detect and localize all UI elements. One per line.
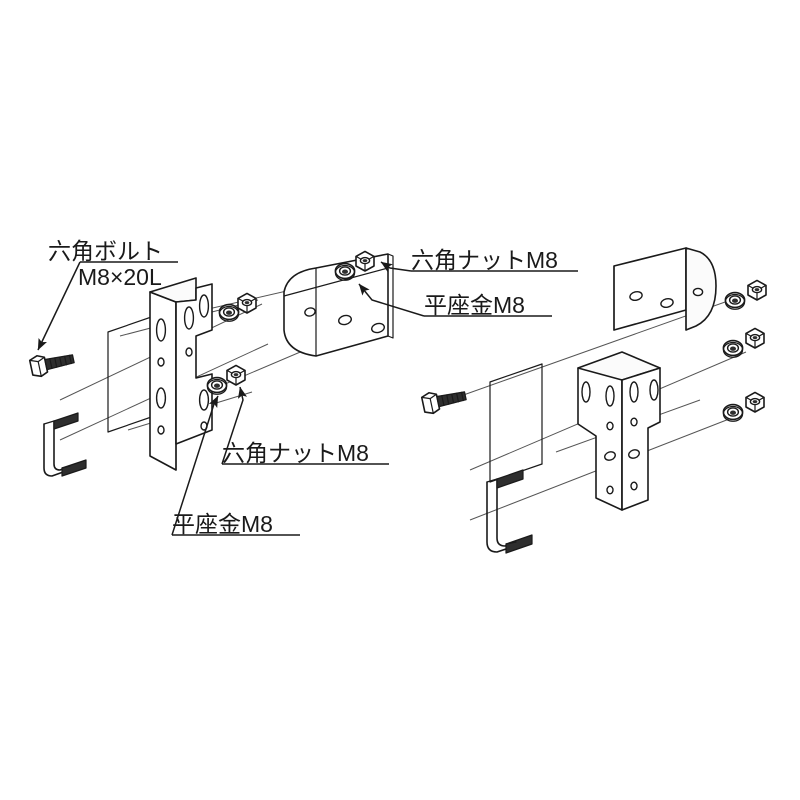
angle-bracket-right [577, 351, 661, 511]
flat-plate-center [283, 253, 394, 357]
hex-nut-right-3 [745, 391, 765, 413]
hex-nut-right-2 [745, 327, 765, 349]
flat-washer-center [334, 262, 356, 282]
label-hex-nut-right: 六角ナットM8 [411, 247, 558, 273]
reference-guide-right [489, 363, 543, 483]
leader-hex-nut-right [380, 261, 412, 273]
flat-washer-left-upper [218, 303, 240, 323]
u-bolt-left [43, 412, 87, 477]
flat-washer-right-2 [722, 339, 744, 359]
hex-bolt-right [420, 384, 469, 416]
hex-bolt-left [28, 347, 77, 379]
leader-hex-bolt [37, 261, 81, 351]
label-flat-washer-left: 平座金M8 [172, 511, 273, 537]
leader-flat-washer-right [358, 283, 425, 317]
flat-washer-right-1 [724, 291, 746, 311]
label-hex-bolt-spec: M8×20L [78, 264, 162, 290]
leader-flat-washer-left [171, 395, 219, 536]
leader-hex-nut-left [221, 386, 248, 465]
hex-nut-right-1 [747, 279, 767, 301]
hex-nut-left-upper [237, 292, 257, 314]
flat-washer-left-lower [206, 376, 228, 396]
flat-washer-right-3 [722, 403, 744, 423]
label-hex-bolt: 六角ボルト [48, 238, 163, 264]
hex-nut-left-lower [226, 364, 246, 386]
u-bolt-right [486, 469, 533, 554]
bent-plate-right [613, 247, 717, 331]
label-hex-nut-left: 六角ナットM8 [222, 440, 369, 466]
label-flat-washer-right: 平座金M8 [424, 292, 525, 318]
angle-bracket-left [149, 277, 213, 471]
hex-nut-center [355, 250, 375, 272]
